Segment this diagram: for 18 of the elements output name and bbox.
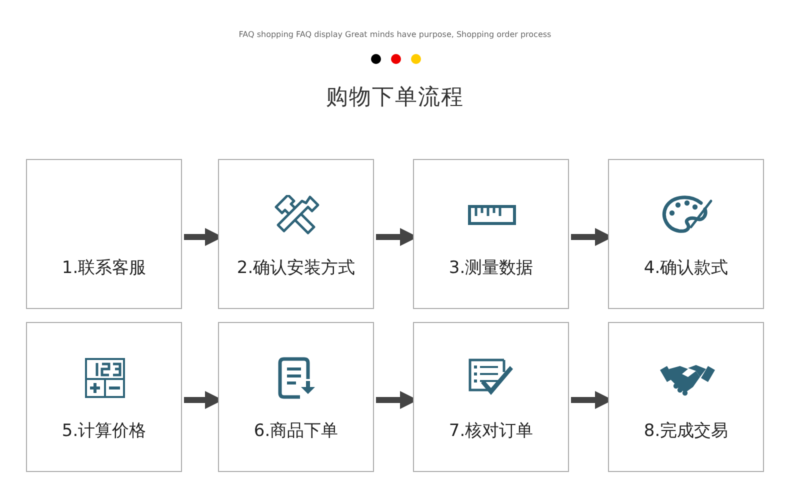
step-box	[413, 322, 569, 472]
step-label: 6.商品下单	[254, 420, 338, 442]
step-box	[218, 322, 374, 472]
step-box	[26, 159, 182, 309]
step-label: 7.核对订单	[448, 420, 534, 442]
step-box	[608, 159, 764, 309]
step-label: 2.确认安装方式	[236, 257, 356, 279]
title: 购物下单流程	[326, 84, 464, 112]
step-label: 3.测量数据	[448, 257, 534, 279]
step-label: 1.联系客服	[62, 257, 146, 279]
step-box	[413, 159, 569, 309]
subtitle: FAQ shopping FAQ display Great minds have purpose, Shopping order process	[238, 30, 552, 39]
step-box	[608, 322, 764, 472]
step-box	[26, 322, 182, 472]
step-label: 8.完成交易	[644, 420, 728, 442]
step-box	[218, 159, 374, 309]
step-label: 5.计算价格	[62, 420, 146, 442]
step-label: 4.确认款式	[644, 257, 728, 279]
